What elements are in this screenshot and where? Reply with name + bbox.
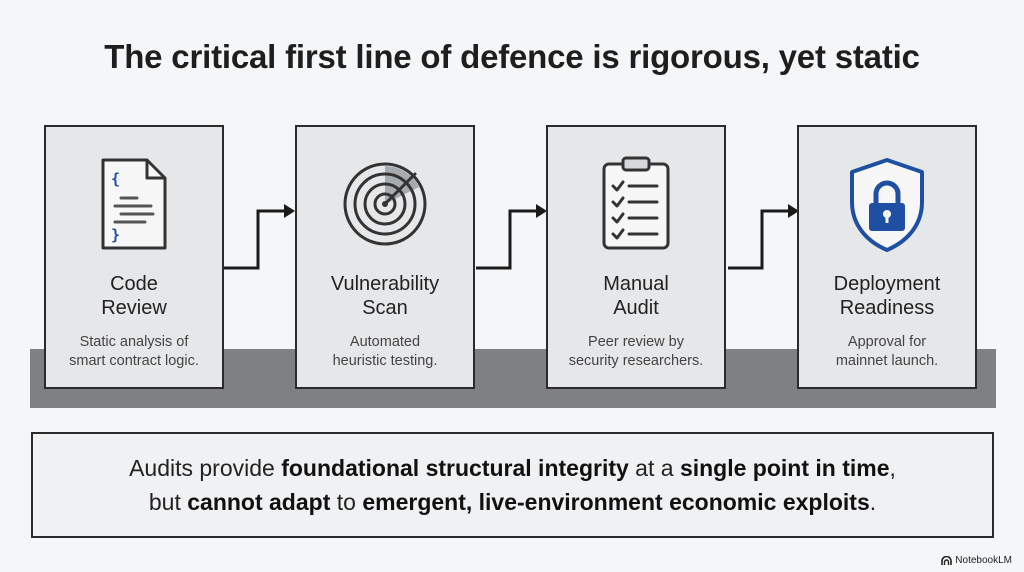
connector-1 (224, 209, 284, 270)
arrowhead-1 (284, 204, 295, 218)
summary-text: but (148, 489, 188, 515)
summary-text: at a (628, 455, 680, 481)
connector-3 (728, 209, 788, 270)
summary-text: . (869, 489, 877, 515)
summary-line-2: but cannot adapt to emergent, live-envir… (149, 485, 876, 519)
summary-emphasis: foundational structural integrity (281, 455, 629, 481)
page-title: The critical first line of defence is ri… (104, 38, 920, 75)
summary-emphasis: emergent, live-environment economic expl… (362, 489, 870, 515)
brand-label: NotebookLM (955, 555, 1012, 566)
notebooklm-logo-icon (941, 555, 953, 565)
shield-lock-icon (799, 149, 975, 259)
summary-text: , (889, 455, 896, 481)
summary-line-1: Audits provide foundational structural i… (129, 451, 896, 485)
connector-2 (476, 209, 536, 270)
arrowhead-2 (536, 204, 547, 218)
arrowhead-3 (788, 204, 799, 218)
summary-emphasis: cannot adapt (187, 489, 331, 515)
summary-box: Audits provide foundational structural i… (31, 432, 994, 538)
svg-text:}: } (111, 226, 120, 244)
clipboard-checklist-icon (548, 149, 724, 259)
radar-scan-icon (297, 149, 473, 259)
brand-watermark: NotebookLM (941, 555, 1012, 566)
summary-text: to (330, 489, 363, 515)
svg-text:{: { (111, 170, 120, 188)
summary-text: Audits provide (129, 455, 282, 481)
summary-emphasis: single point in time (679, 455, 890, 481)
code-document-icon: { } (46, 149, 222, 259)
